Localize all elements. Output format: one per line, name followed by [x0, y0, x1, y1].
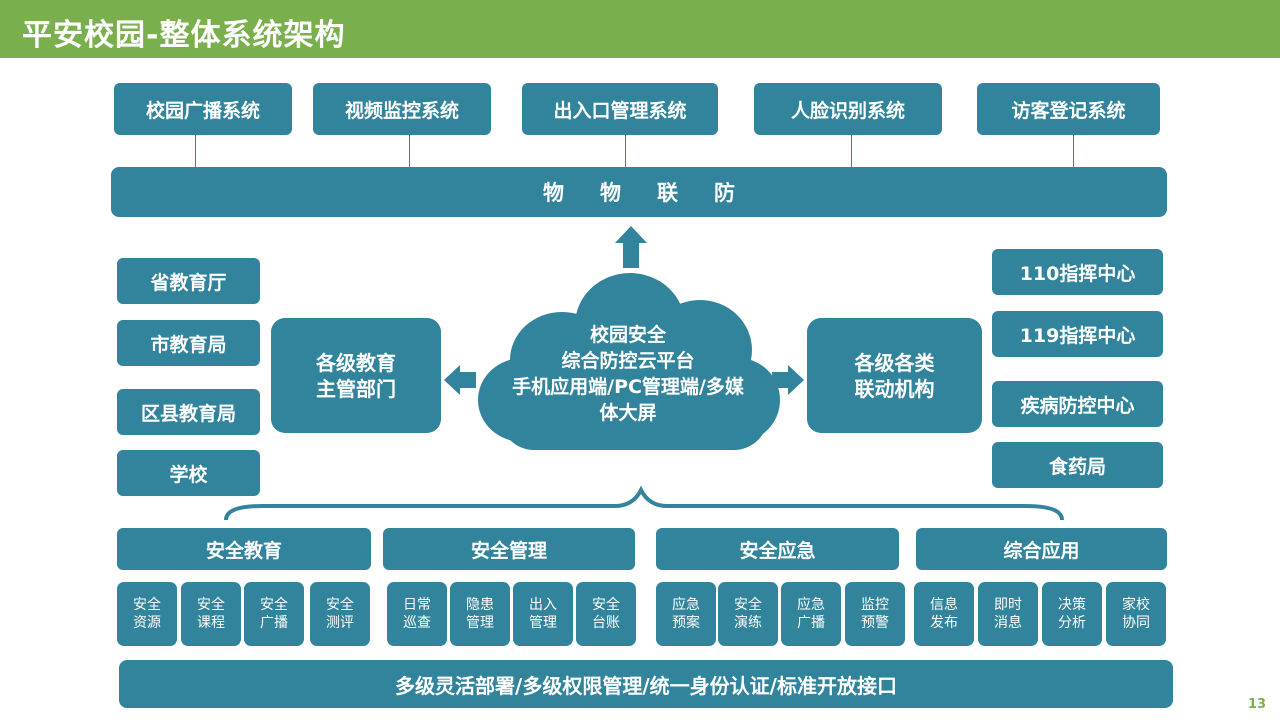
category-integrated-apps: 综合应用	[916, 528, 1167, 570]
subitem-safety-drill: 安全 演练	[718, 582, 778, 646]
subitem-decision-analysis: 决策 分析	[1042, 582, 1102, 646]
connector-line	[625, 135, 626, 167]
iot-defense-bar: 物物联防	[111, 167, 1167, 217]
agency-119: 119指挥中心	[992, 311, 1163, 357]
arrow-right-icon	[772, 365, 804, 395]
cloud-line-4: 体大屏	[599, 402, 657, 424]
connector-line	[1073, 135, 1074, 167]
subitem-hazard-management: 隐患 管理	[450, 582, 510, 646]
cloud-line-1: 校园安全	[589, 324, 666, 346]
subitem-safety-broadcast: 安全 广播	[244, 582, 304, 646]
subitem-instant-messaging: 即时 消息	[978, 582, 1038, 646]
agency-food-drug: 食药局	[992, 442, 1163, 488]
authority-city: 市教育局	[117, 320, 260, 366]
agency-110: 110指挥中心	[992, 249, 1163, 295]
curly-brace	[224, 485, 1064, 521]
page-title: 平安校园-整体系统架构	[22, 18, 346, 53]
system-broadcast: 校园广播系统	[114, 83, 292, 135]
subitem-safety-assessment: 安全 测评	[310, 582, 370, 646]
authority-province: 省教育厅	[117, 258, 260, 304]
subitem-emergency-broadcast: 应急 广播	[781, 582, 841, 646]
cloud-shape	[478, 273, 780, 450]
page-number: 13	[1248, 697, 1267, 712]
system-visitor-registration: 访客登记系统	[977, 83, 1160, 135]
subitem-safety-courses: 安全 课程	[181, 582, 241, 646]
authority-school: 学校	[117, 450, 260, 496]
connector-line	[195, 135, 196, 167]
arrow-left-icon	[444, 365, 476, 395]
subitem-safety-resources: 安全 资源	[117, 582, 177, 646]
subitem-access-management: 出入 管理	[513, 582, 573, 646]
system-video-surveillance: 视频监控系统	[313, 83, 491, 135]
subitem-info-publishing: 信息 发布	[914, 582, 974, 646]
deployment-features-bar: 多级灵活部署/多级权限管理/统一身份认证/标准开放接口	[119, 660, 1173, 708]
agency-disease-control: 疾病防控中心	[992, 381, 1163, 427]
connector-line	[409, 135, 410, 167]
system-face-recognition: 人脸识别系统	[754, 83, 942, 135]
category-safety-emergency: 安全应急	[656, 528, 899, 570]
category-safety-management: 安全管理	[383, 528, 635, 570]
subitem-monitoring-alert: 监控 预警	[845, 582, 905, 646]
education-departments-box: 各级教育 主管部门	[271, 318, 441, 433]
system-access-control: 出入口管理系统	[522, 83, 718, 135]
subitem-home-school: 家校 协同	[1106, 582, 1166, 646]
subitem-daily-patrol: 日常 巡查	[387, 582, 447, 646]
cloud-line-3: 手机应用端/PC管理端/多媒	[512, 376, 744, 398]
title-bar: 平安校园-整体系统架构	[0, 0, 1280, 58]
subitem-emergency-plan: 应急 预案	[656, 582, 716, 646]
linkage-agencies-box: 各级各类 联动机构	[807, 318, 982, 433]
cloud-line-2: 综合防控云平台	[561, 350, 695, 372]
subitem-safety-ledger: 安全 台账	[576, 582, 636, 646]
category-safety-education: 安全教育	[117, 528, 371, 570]
authority-district: 区县教育局	[117, 389, 260, 435]
connector-line	[851, 135, 852, 167]
cloud-platform-label: 校园安全 综合防控云平台 手机应用端/PC管理端/多媒 体大屏	[488, 322, 768, 426]
arrow-up-icon	[615, 226, 647, 268]
